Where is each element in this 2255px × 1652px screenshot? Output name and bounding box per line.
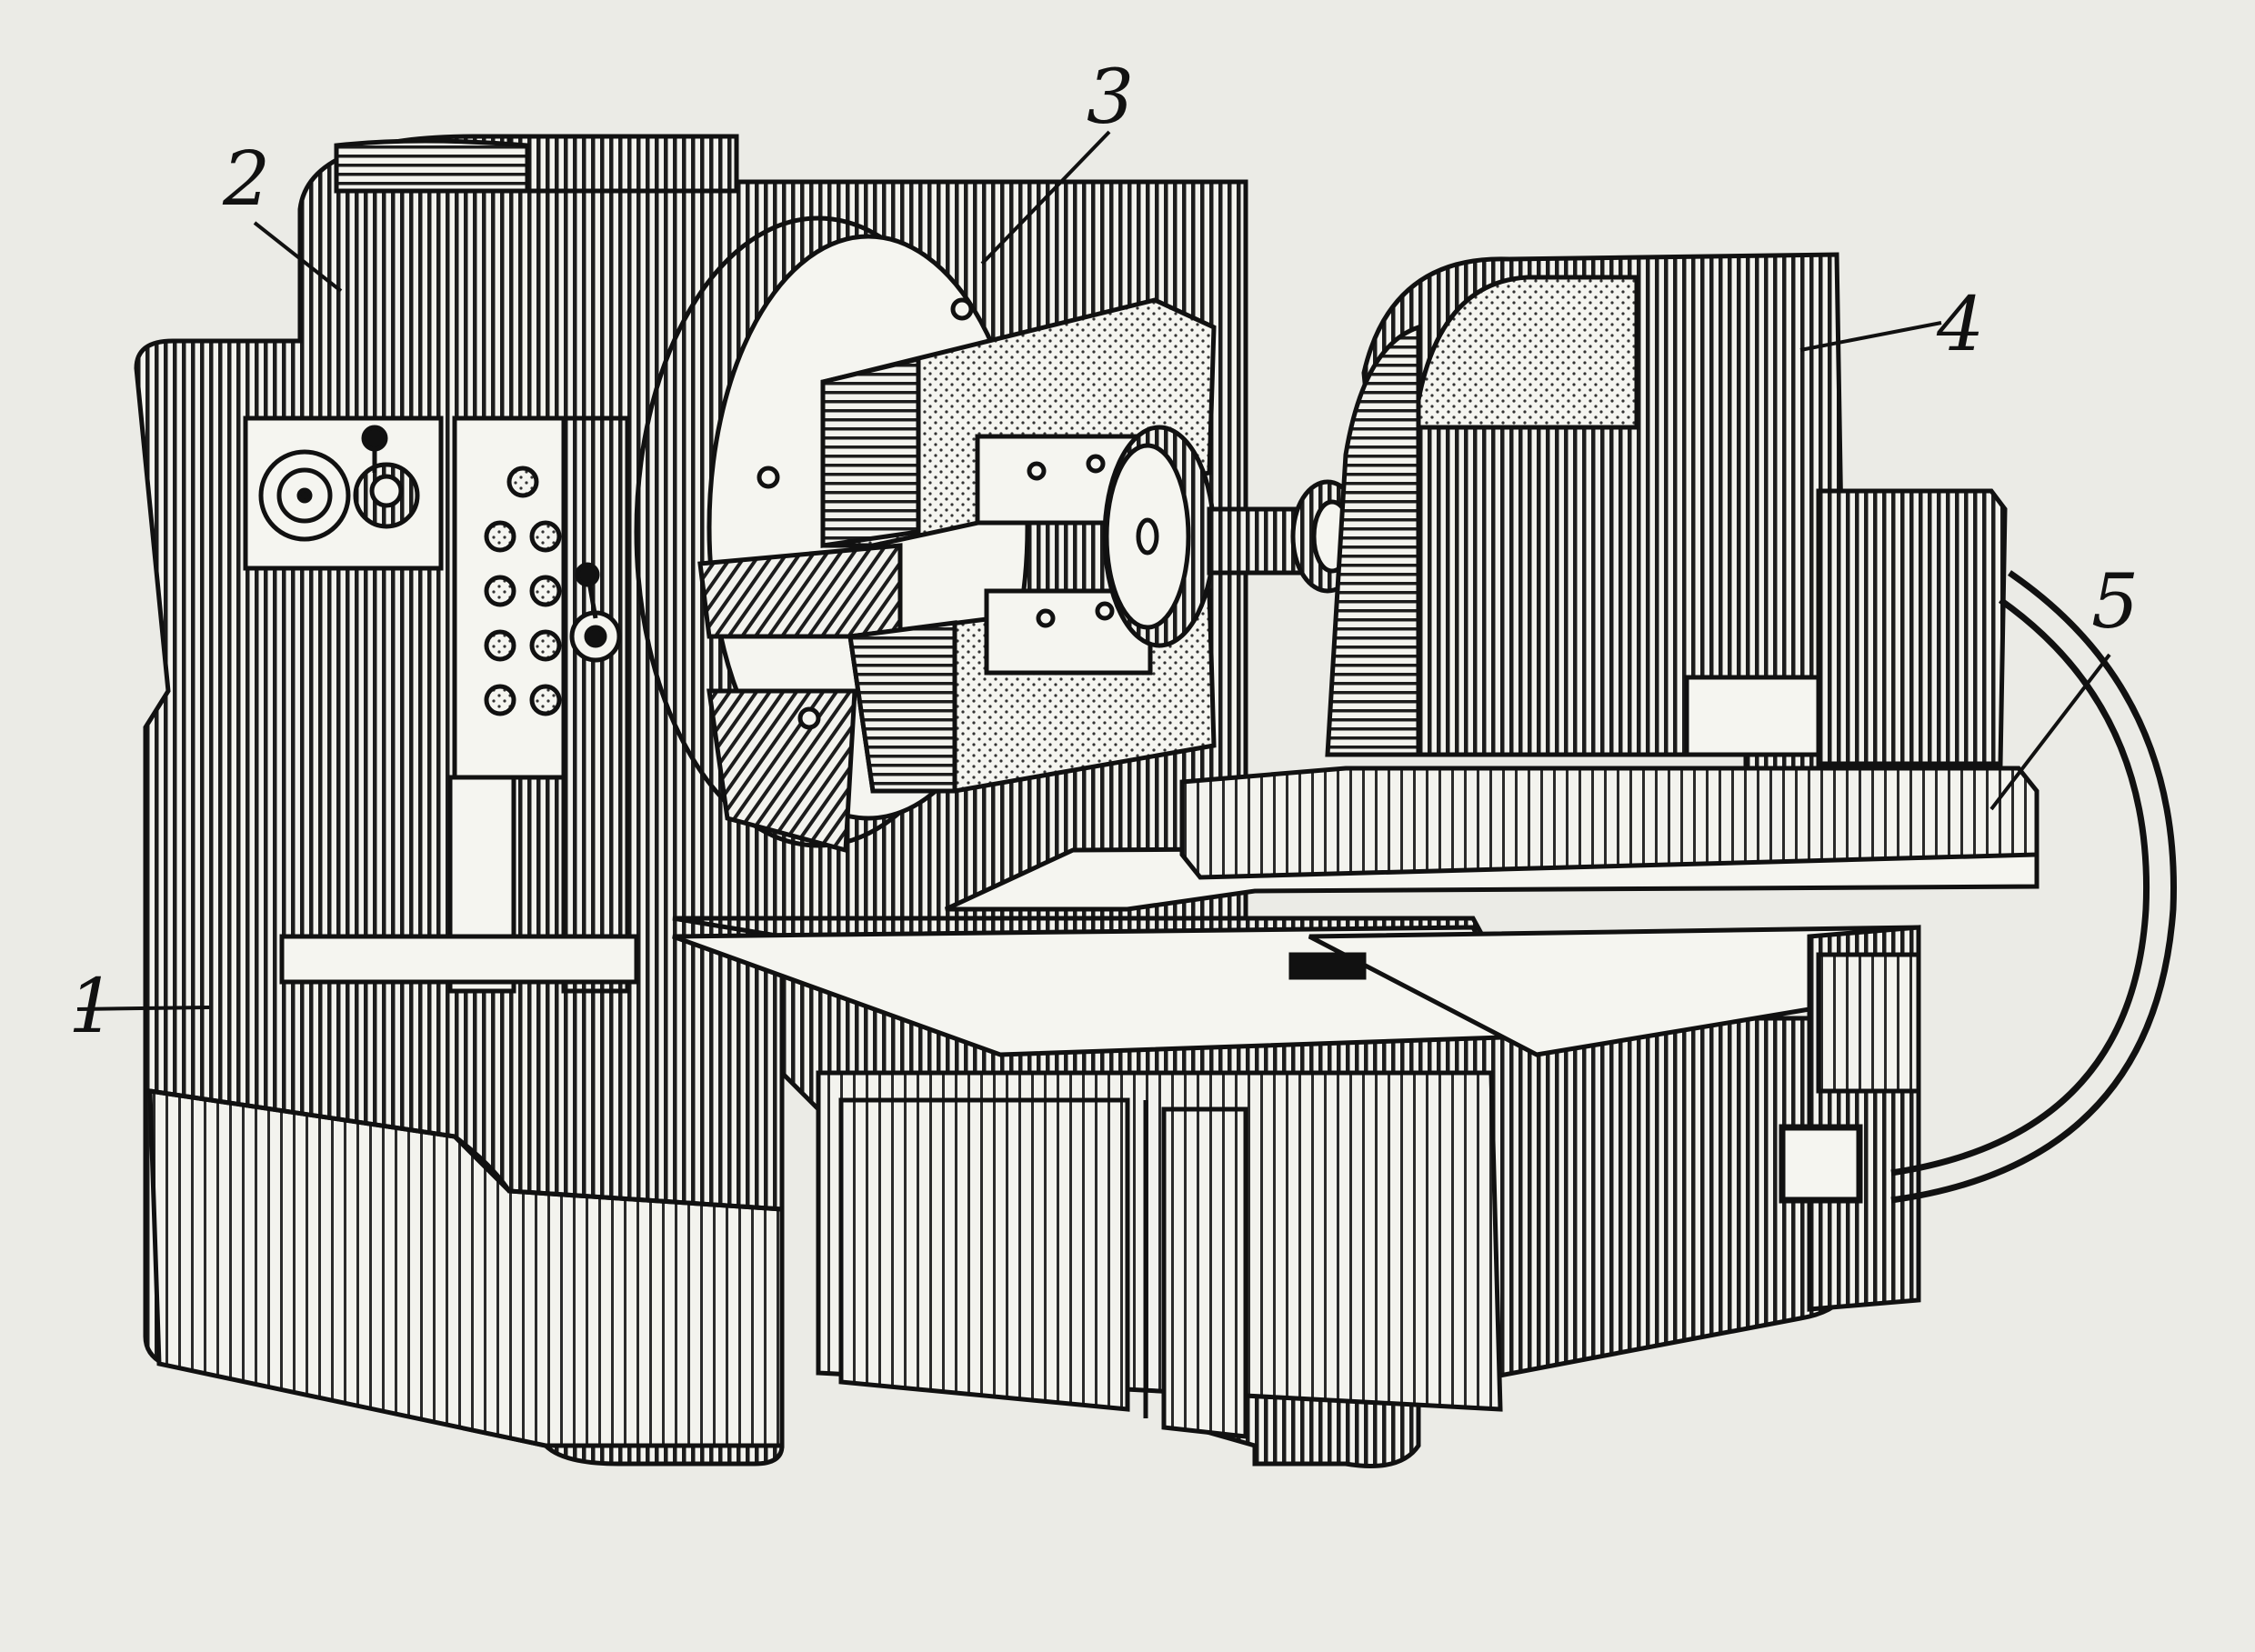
fixture	[820, 297, 1365, 794]
leader-line-4	[1799, 321, 1942, 352]
callout-5: 5	[2091, 559, 2139, 646]
right-headstock	[1179, 252, 2040, 880]
leader-line-3	[980, 130, 1111, 265]
leader-line-1	[76, 1006, 210, 1011]
callout-1: 1	[68, 964, 115, 1050]
control-panel-buttons	[279, 416, 639, 994]
control-panel-left	[243, 416, 444, 571]
right-cabinet	[1807, 925, 1921, 1312]
callouts	[76, 130, 2111, 1011]
callout-4: 4	[1936, 282, 1984, 368]
callout-3: 3	[1087, 55, 1134, 141]
leader-line-2	[253, 221, 343, 293]
leader-line-5	[1989, 653, 2111, 811]
central-bed	[672, 843, 2040, 1468]
callout-2: 2	[222, 136, 270, 223]
